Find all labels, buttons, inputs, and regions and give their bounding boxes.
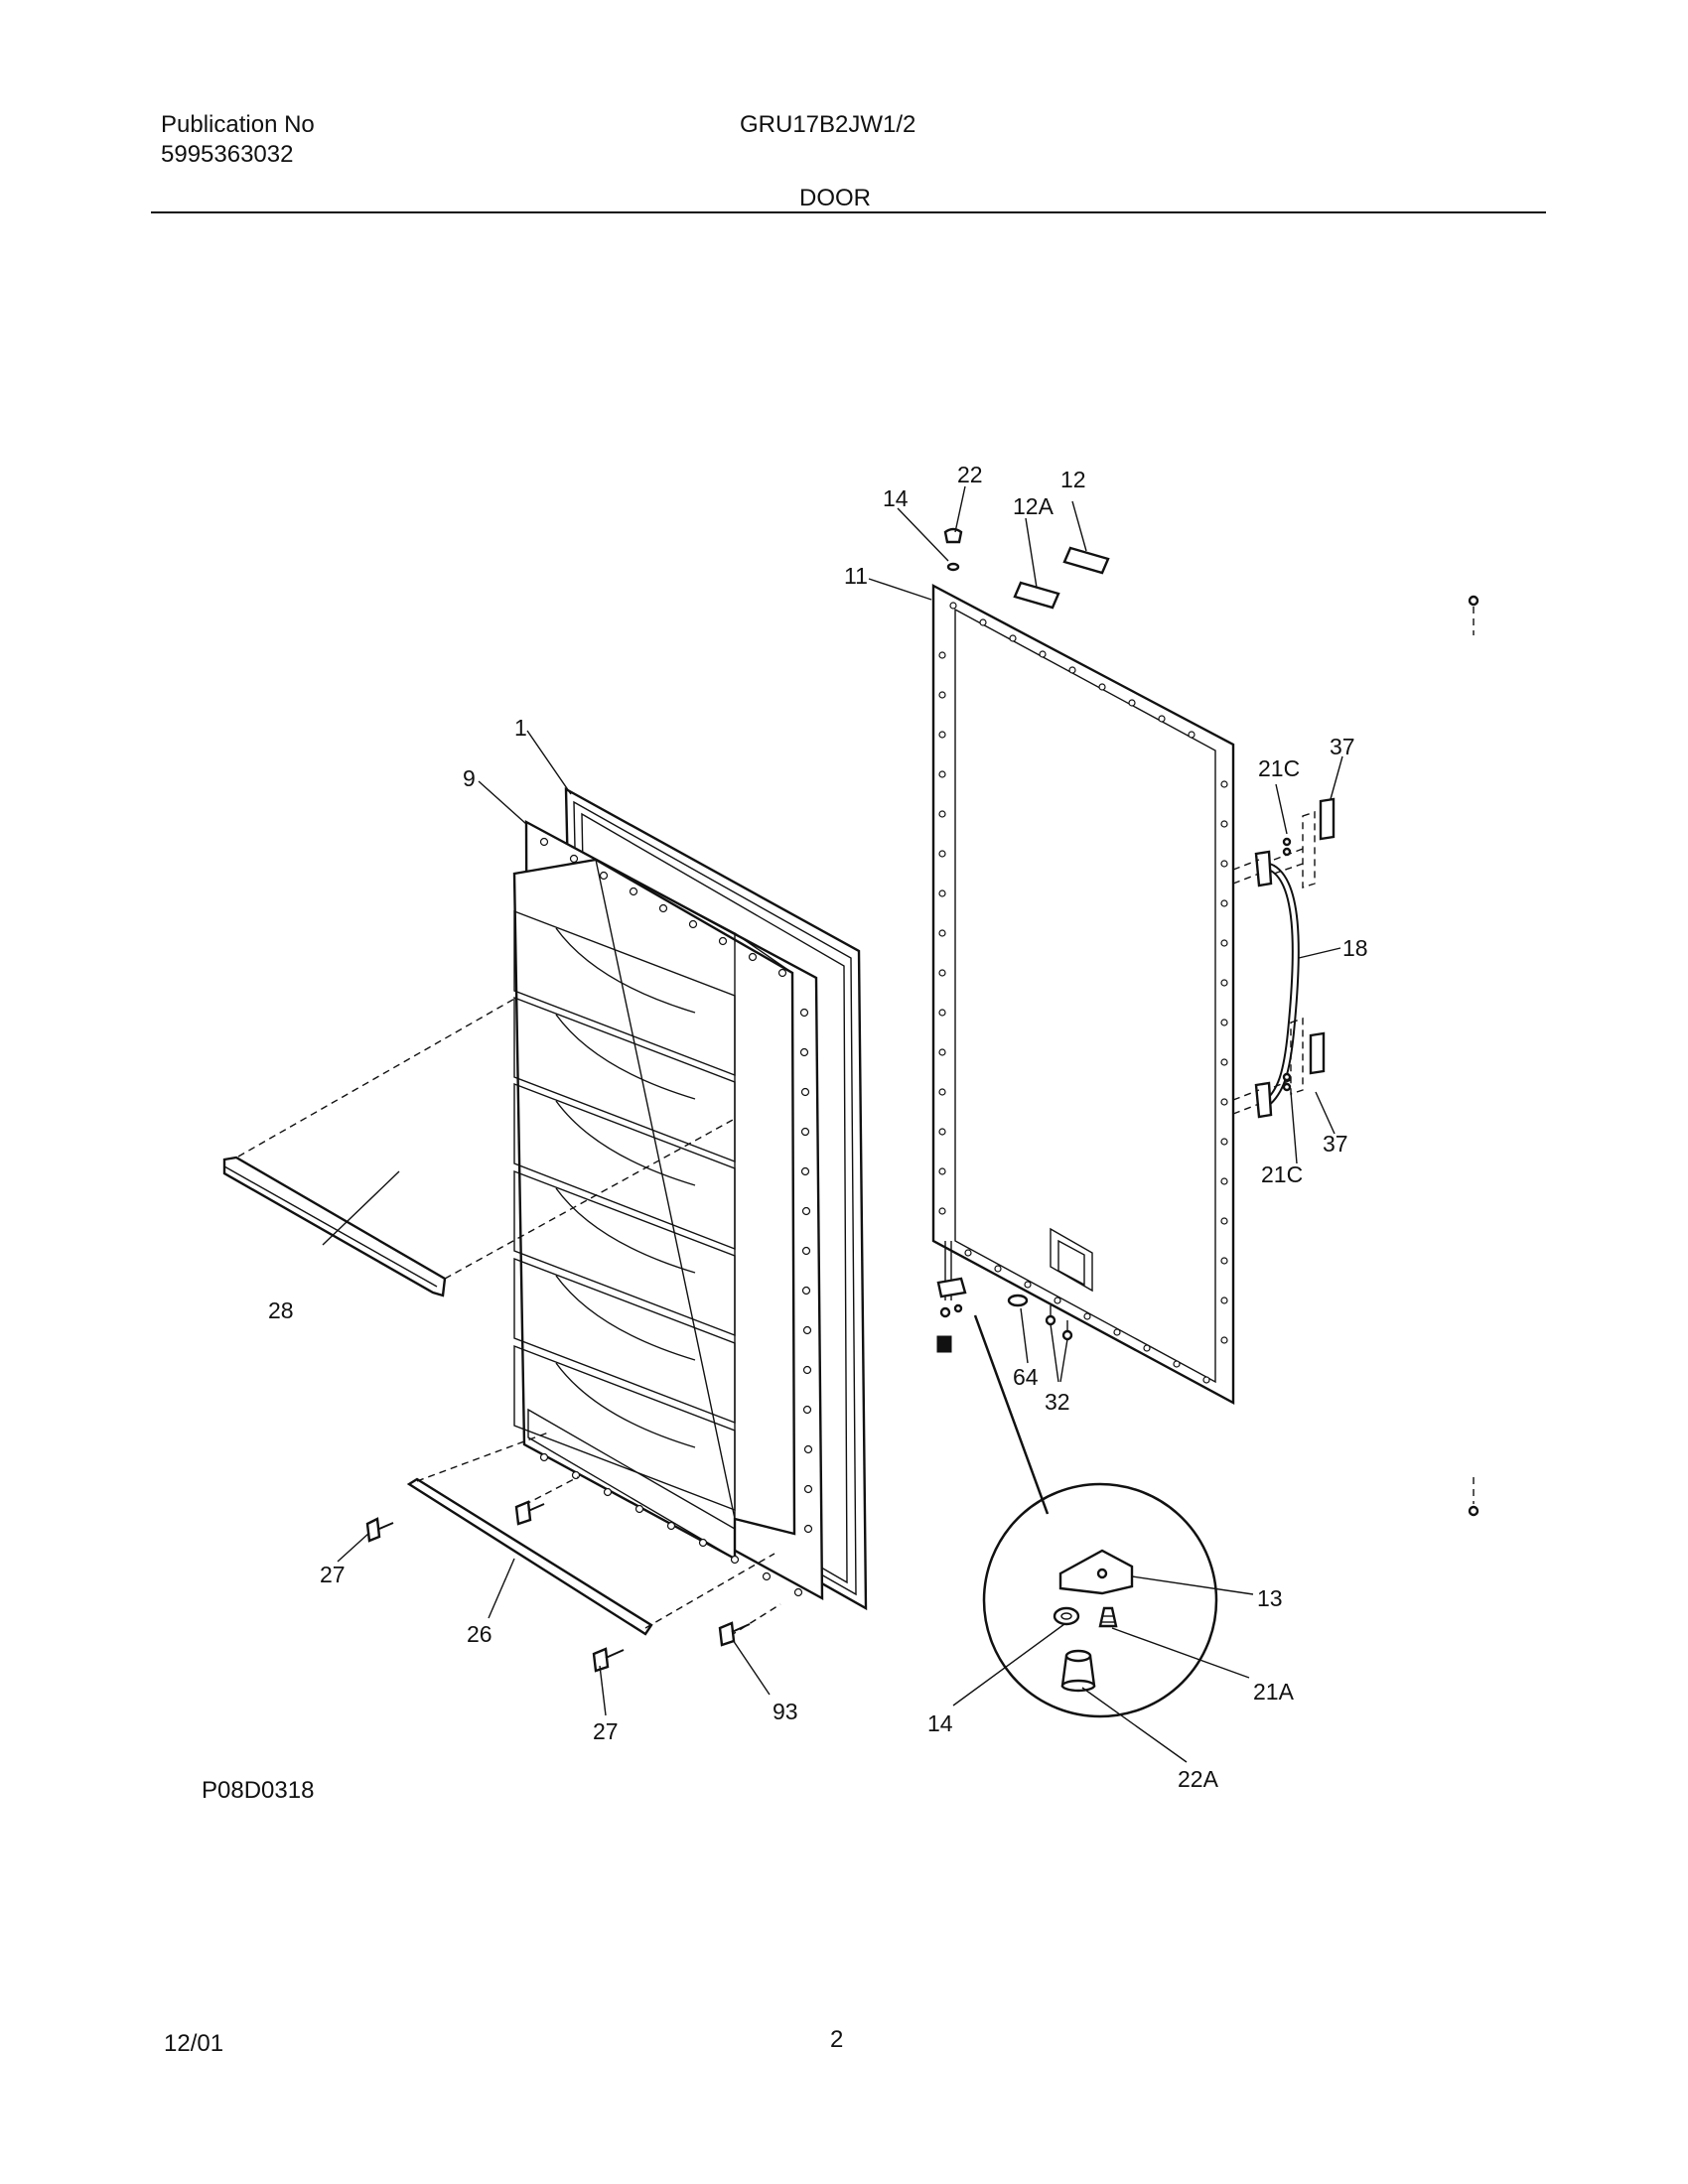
callout-18: 18 — [1342, 935, 1368, 961]
callout-1: 1 — [514, 715, 527, 741]
fastener-part-27-bottom — [592, 1647, 625, 1673]
publication-label: Publication No — [161, 111, 315, 138]
hinge-bracket-part-13 — [1058, 1549, 1134, 1595]
plug-part-22a — [1060, 1649, 1096, 1693]
callout-21c-top: 21C — [1258, 755, 1300, 781]
hinge-pin-bottom — [1468, 1477, 1479, 1517]
callout-21c-bottom: 21C — [1261, 1161, 1303, 1187]
callout-11: 11 — [844, 563, 868, 589]
callout-21a: 21A — [1253, 1679, 1295, 1705]
callout-12a: 12A — [1013, 493, 1055, 519]
callout-13: 13 — [1257, 1585, 1283, 1611]
plug-part-22 — [943, 527, 963, 544]
callout-14-top: 14 — [883, 485, 909, 511]
callout-14-detail: 14 — [927, 1710, 953, 1736]
callout-28: 28 — [268, 1297, 294, 1323]
screw-part-21a — [1098, 1606, 1118, 1628]
bottom-bar-part-26 — [406, 1431, 781, 1637]
washer-part-14-top — [946, 562, 960, 572]
hinge-cover-part-37-bottom — [1273, 1018, 1326, 1095]
fastener-part-27-mid — [514, 1500, 545, 1526]
model-number: GRU17B2JW1/2 — [740, 111, 916, 138]
label-part-12a — [1013, 581, 1060, 610]
callout-37-top: 37 — [1330, 734, 1355, 759]
outer-door-part-11 — [931, 584, 1235, 1406]
callout-64: 64 — [1013, 1364, 1039, 1390]
section-title: DOOR — [799, 185, 871, 211]
hinge-cover-part-37-top — [1273, 797, 1336, 888]
header-rule — [151, 211, 1546, 213]
screw-part-32 — [1045, 1305, 1073, 1341]
plug-part-64 — [1007, 1294, 1029, 1307]
fastener-part-93 — [718, 1621, 751, 1647]
hinge-pin-top — [1468, 595, 1479, 635]
callout-32: 32 — [1045, 1389, 1070, 1415]
bottom-hinge-assembly — [936, 1241, 967, 1353]
fastener-part-27-left — [365, 1517, 394, 1543]
washer-part-14-detail — [1053, 1606, 1080, 1626]
leader-lines — [322, 485, 1343, 1763]
callout-labels: 1 9 11 14 22 12A 12 21C 37 18 37 21C 64 … — [268, 462, 1368, 1792]
label-part-12 — [1062, 546, 1110, 575]
screw-part-21c — [1282, 837, 1292, 1092]
hinge-detail-circle — [973, 1314, 1218, 1718]
callout-9: 9 — [463, 765, 476, 791]
publication-number: 5995363032 — [161, 141, 294, 168]
callout-26: 26 — [467, 1621, 492, 1647]
callout-27-left: 27 — [320, 1562, 346, 1587]
callout-12: 12 — [1060, 467, 1086, 492]
callout-22: 22 — [957, 462, 983, 487]
page-number: 2 — [830, 2026, 844, 2053]
callout-37-bottom: 37 — [1323, 1131, 1348, 1157]
door-liner-part-9 — [512, 819, 824, 1601]
drawing-code: P08D0318 — [202, 1777, 315, 1804]
callout-27-bottom: 27 — [593, 1718, 619, 1744]
callout-22a: 22A — [1178, 1766, 1219, 1792]
shelf-bar-part-28 — [222, 997, 734, 1297]
footer-date: 12/01 — [164, 2030, 224, 2057]
callout-93: 93 — [773, 1699, 798, 1724]
